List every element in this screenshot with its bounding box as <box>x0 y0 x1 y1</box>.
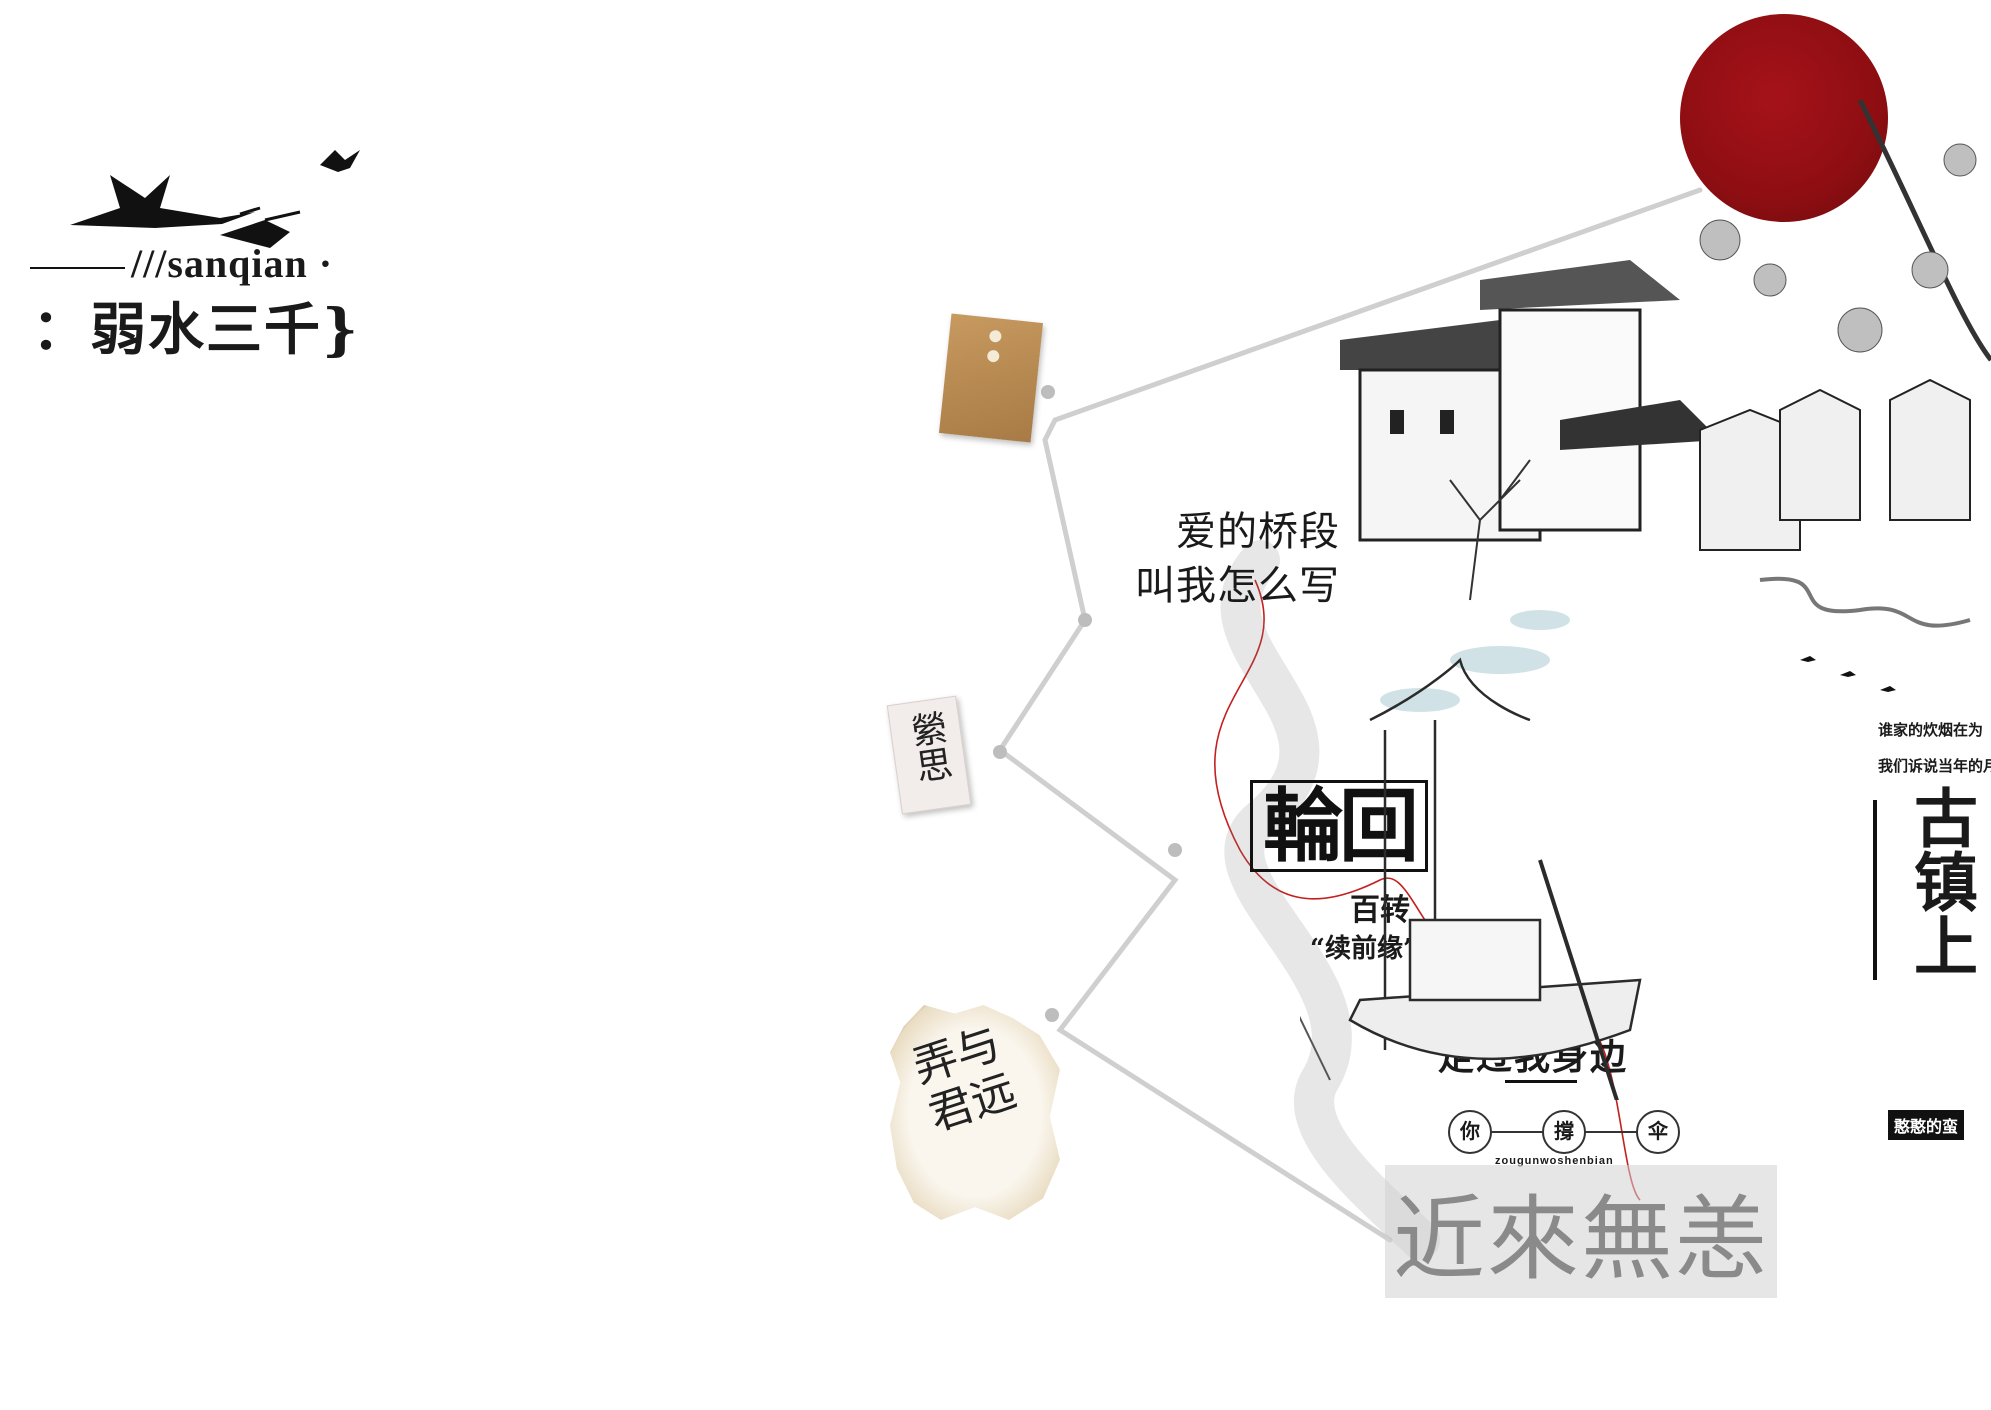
right-small-text: 谁家的炊烟在为 我们诉说当年的月明 <box>1878 712 1991 784</box>
letter-card: 縈思 <box>886 695 972 815</box>
right-line-1: 谁家的炊烟在为 <box>1878 721 1984 739</box>
right-stamp: 憨憨的蛮 <box>1888 1110 1965 1140</box>
boat-icon <box>1348 657 1642 1100</box>
magnolia-icon <box>1699 100 1991 362</box>
right-vertical-rule <box>1873 800 1877 980</box>
umbrella-char-1: 你 <box>1448 1110 1492 1154</box>
logo-subtitle-text: ///sanqian · <box>131 241 334 286</box>
lyrics-line-1: 爱的桥段 <box>1176 509 1340 555</box>
sun-icon <box>1680 14 1888 222</box>
watermark-text: 近來無恙 <box>1385 1165 1778 1298</box>
umbrella-char-3: 伞 <box>1636 1110 1680 1154</box>
walk-past-rule <box>1505 1080 1577 1083</box>
lyrics: 爱的桥段 叫我怎么写 <box>1090 505 1340 613</box>
pinyin-text: zougunwoshenbian <box>1495 1155 1614 1167</box>
logo-subtitle: ///sanqian · <box>30 240 333 287</box>
umbrella-char-2: 撐 <box>1542 1110 1586 1154</box>
center-title-block: 輪回 百转 “续前缘” <box>1250 780 1490 980</box>
logo: ///sanqian · ：弱水三千} <box>30 120 410 363</box>
cranes-icon <box>70 150 360 248</box>
umbrella-row: 你 撐 伞 <box>1448 1110 1680 1154</box>
right-line-2: 我们诉说当年的月明 <box>1878 757 1991 775</box>
center-sub-1: 百转 <box>1350 893 1410 928</box>
burnt-paper-card: 弄与君远 <box>890 1005 1060 1220</box>
envelope-icon <box>938 313 1044 443</box>
town-scenery <box>1300 100 1991 1100</box>
pavilion-icon <box>1340 260 1720 542</box>
lyrics-line-2: 叫我怎么写 <box>1135 563 1340 609</box>
letter-card-text: 縈思 <box>903 708 954 786</box>
logo-rule <box>30 266 125 269</box>
right-vertical-title: 古镇上 <box>1903 785 1978 977</box>
logo-title: ：弱水三千} <box>32 297 361 363</box>
center-big-title: 輪回 <box>1250 780 1428 872</box>
center-sub-2: “续前缘” <box>1310 934 1418 964</box>
